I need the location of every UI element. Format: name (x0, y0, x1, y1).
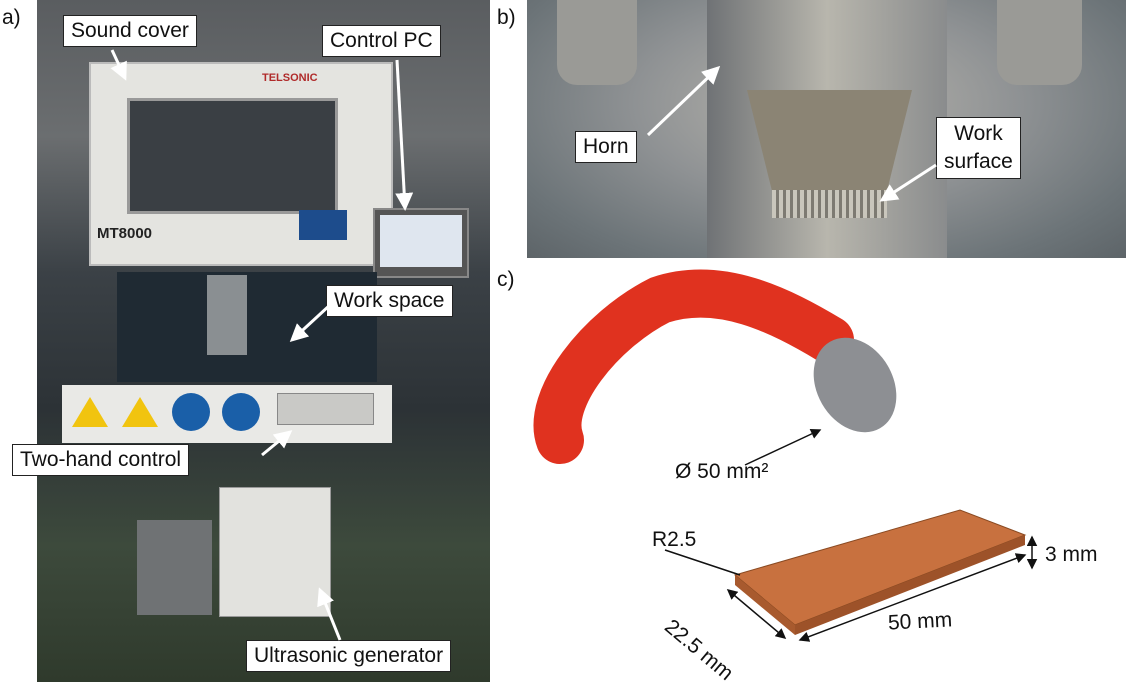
cable-insulation (533, 269, 854, 464)
panel-c-label: c) (497, 268, 515, 291)
callout-work-surface-line2: surface (944, 150, 1013, 173)
cable-strands (813, 337, 897, 433)
work-surface (772, 190, 887, 218)
ultrasonic-welding-machine-photo: TELSONIC MT8000 (37, 0, 490, 682)
horn-tip (747, 90, 912, 190)
callout-ultrasonic-generator: Ultrasonic generator (246, 640, 452, 672)
radius-label: R2.5 (652, 528, 697, 551)
welding-head (207, 275, 247, 355)
sonotrode-horn-photo (527, 0, 1126, 258)
clamp-right (997, 0, 1082, 85)
callout-horn: Horn (575, 131, 637, 163)
thickness-label: 3 mm (1045, 543, 1098, 566)
cable-cross-section-label: Ø 50 mm² (675, 460, 769, 483)
callout-work-surface-line1: Work (954, 122, 1003, 145)
callout-two-hand-control: Two-hand control (12, 444, 190, 476)
control-pc (373, 208, 469, 278)
length-label: 50 mm (887, 608, 953, 635)
model-label: MT8000 (97, 225, 153, 242)
safety-panel (62, 385, 392, 443)
clamp-left (557, 0, 637, 85)
callout-control-pc: Control PC (322, 25, 441, 57)
copper-sheet (733, 509, 1027, 626)
panel-b-label: b) (497, 6, 516, 29)
callout-work-space: Work space (326, 285, 453, 317)
brand-logo: TELSONIC (262, 72, 318, 84)
logo-plate (299, 210, 347, 240)
sound-cover-window (127, 98, 338, 214)
ultrasonic-generator (219, 487, 331, 617)
callout-sound-cover: Sound cover (63, 15, 197, 47)
grey-crate (137, 520, 212, 615)
panel-a-label: a) (2, 6, 21, 29)
callout-work-surface: Work surface (936, 117, 1021, 179)
